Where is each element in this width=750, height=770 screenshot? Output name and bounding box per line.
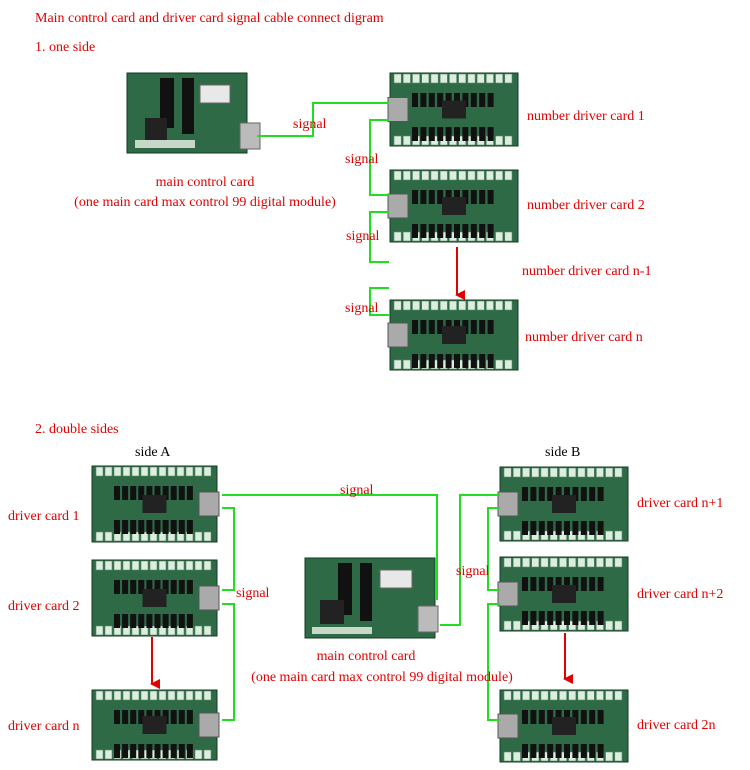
- section-one-side-heading: 1. one side: [35, 40, 95, 55]
- side-a-label: side A: [135, 445, 171, 460]
- main-card-caption: main control card: [317, 649, 416, 664]
- driver-card-label: driver card 2n: [637, 718, 716, 733]
- driver-card-label: driver card n+1: [637, 496, 723, 511]
- driver-card-label: driver card n+2: [637, 587, 723, 602]
- driver-card-label: number driver card n-1: [522, 264, 651, 279]
- signal-label: signal: [346, 229, 380, 244]
- driver-card-board: [497, 466, 629, 542]
- main-card-caption: main control card: [156, 175, 255, 190]
- signal-wires-one-side: [257, 102, 389, 316]
- signal-wire: [222, 494, 438, 600]
- signal-wire: [369, 287, 389, 316]
- signal-label: signal: [293, 117, 327, 132]
- driver-card-label: number driver card n: [525, 330, 643, 345]
- driver-card-board: [91, 559, 220, 637]
- driver-card-board: [387, 72, 519, 147]
- driver-card-label: driver card 1: [8, 509, 80, 524]
- section-double-sides-heading: 2. double sides: [35, 422, 119, 437]
- signal-wire: [487, 507, 500, 591]
- driver-card-board: [91, 689, 220, 761]
- signal-wire: [440, 494, 500, 626]
- driver-card-label: number driver card 2: [527, 198, 645, 213]
- driver-card-board: [91, 465, 220, 543]
- signal-label: signal: [340, 483, 374, 498]
- driver-card-board: [497, 689, 629, 763]
- driver-card-label: driver card n: [8, 719, 80, 734]
- main-control-card-board-2: [304, 557, 439, 639]
- side-b-label: side B: [545, 445, 580, 460]
- signal-label: signal: [345, 301, 379, 316]
- main-card-note: (one main card max control 99 digital mo…: [251, 670, 513, 685]
- signal-label: signal: [345, 152, 379, 167]
- main-control-card-board-1: [126, 72, 261, 154]
- driver-card-board: [497, 556, 629, 632]
- signal-wire: [222, 507, 235, 591]
- signal-wire: [487, 603, 500, 721]
- signal-wire: [369, 211, 389, 263]
- signal-label: signal: [236, 586, 270, 601]
- driver-card-label: driver card 2: [8, 599, 80, 614]
- signal-wire: [257, 102, 389, 137]
- diagram-title: Main control card and driver card signal…: [35, 11, 384, 26]
- driver-card-board: [387, 299, 519, 371]
- signal-label: signal: [456, 564, 490, 579]
- driver-card-board: [387, 169, 519, 243]
- main-card-note: (one main card max control 99 digital mo…: [74, 195, 336, 210]
- signal-wire: [369, 119, 389, 196]
- signal-wires-double-sides: [222, 494, 500, 721]
- driver-card-label: number driver card 1: [527, 109, 645, 124]
- signal-wire: [222, 603, 235, 721]
